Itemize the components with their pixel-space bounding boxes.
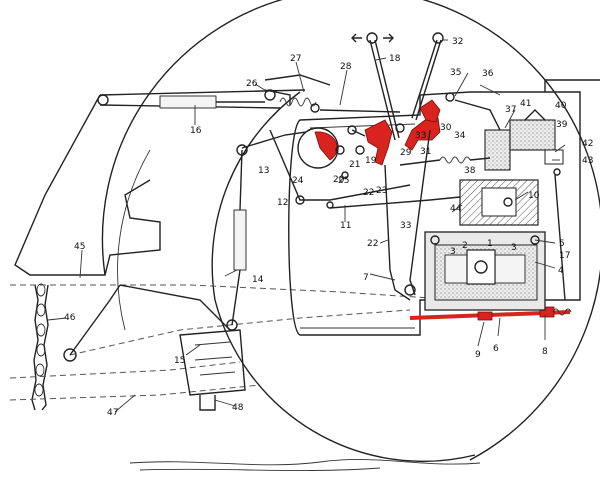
valve-housing — [424, 231, 546, 311]
label-3a: 3 — [450, 247, 456, 257]
right-rods — [553, 168, 566, 301]
chain-46 — [31, 283, 49, 411]
ground-line — [129, 459, 481, 471]
rods-22-33 — [384, 129, 431, 301]
label-28: 28 — [340, 62, 352, 72]
label-2: 2 — [462, 241, 468, 251]
label-21: 21 — [349, 160, 360, 170]
label-32: 32 — [452, 37, 463, 47]
valve-assembly-37-41 — [445, 92, 564, 171]
label-7: 7 — [363, 273, 369, 283]
cam-24 — [297, 127, 345, 169]
label-18: 18 — [389, 54, 401, 64]
label-6: 6 — [493, 344, 499, 354]
label-35: 35 — [450, 68, 461, 78]
label-12: 12 — [277, 198, 288, 208]
label-25: 25 — [338, 176, 349, 186]
label-40: 40 — [555, 101, 567, 111]
pivots — [341, 123, 405, 179]
spring-assembly — [264, 74, 401, 113]
label-22a: 22 — [363, 188, 374, 198]
leader-lines — [47, 39, 566, 413]
label-29: 29 — [400, 148, 412, 158]
label-22b: 22 — [367, 239, 378, 249]
label-11: 11 — [340, 221, 351, 231]
label-43: 43 — [582, 156, 593, 166]
label-5: 5 — [559, 239, 565, 249]
control-levers — [351, 32, 444, 141]
label-39: 39 — [556, 120, 568, 130]
label-10: 10 — [528, 191, 540, 201]
label-44: 44 — [450, 204, 462, 214]
label-14: 14 — [252, 275, 264, 285]
label-41: 41 — [520, 99, 531, 109]
label-33a: 33 — [415, 131, 426, 141]
label-46: 46 — [64, 313, 76, 323]
label-23: 23 — [376, 186, 387, 196]
label-45: 45 — [74, 242, 85, 252]
label-20: 20 — [333, 175, 345, 185]
left-frame-arm — [14, 89, 306, 276]
valve-block-10 — [459, 179, 539, 226]
implement-frame — [9, 284, 431, 401]
label-4: 4 — [558, 266, 564, 276]
label-17: 17 — [559, 251, 570, 261]
label-27: 27 — [290, 54, 301, 64]
part-labels: 1 2 3 3 4 5 6 7 8 9 10 11 12 13 14 15 16… — [64, 37, 593, 418]
label-19: 19 — [365, 156, 377, 166]
label-37: 37 — [505, 105, 516, 115]
label-31: 31 — [420, 147, 431, 157]
label-15: 15 — [174, 356, 185, 366]
cylinder-16 — [159, 95, 265, 109]
label-42: 42 — [582, 139, 593, 149]
label-33b: 33 — [400, 221, 411, 231]
label-34: 34 — [454, 131, 466, 141]
label-3b: 3 — [511, 243, 517, 253]
label-24: 24 — [292, 176, 304, 186]
linkage-bars — [241, 129, 481, 209]
label-8: 8 — [542, 347, 548, 357]
label-1: 1 — [487, 239, 493, 249]
label-9: 9 — [475, 350, 481, 360]
return-spring-8 — [552, 308, 572, 316]
pump-housing-15 — [179, 329, 246, 411]
label-36: 36 — [482, 69, 494, 79]
label-48: 48 — [232, 403, 244, 413]
label-16: 16 — [190, 126, 202, 136]
label-30: 30 — [440, 123, 452, 133]
highlighted-parts — [364, 99, 571, 321]
large-wheel — [101, 0, 600, 462]
spring-34 — [399, 156, 491, 166]
label-13: 13 — [258, 166, 269, 176]
strut-14 — [226, 144, 248, 331]
label-47: 47 — [107, 408, 118, 418]
label-26: 26 — [246, 79, 258, 89]
label-38: 38 — [464, 166, 476, 176]
